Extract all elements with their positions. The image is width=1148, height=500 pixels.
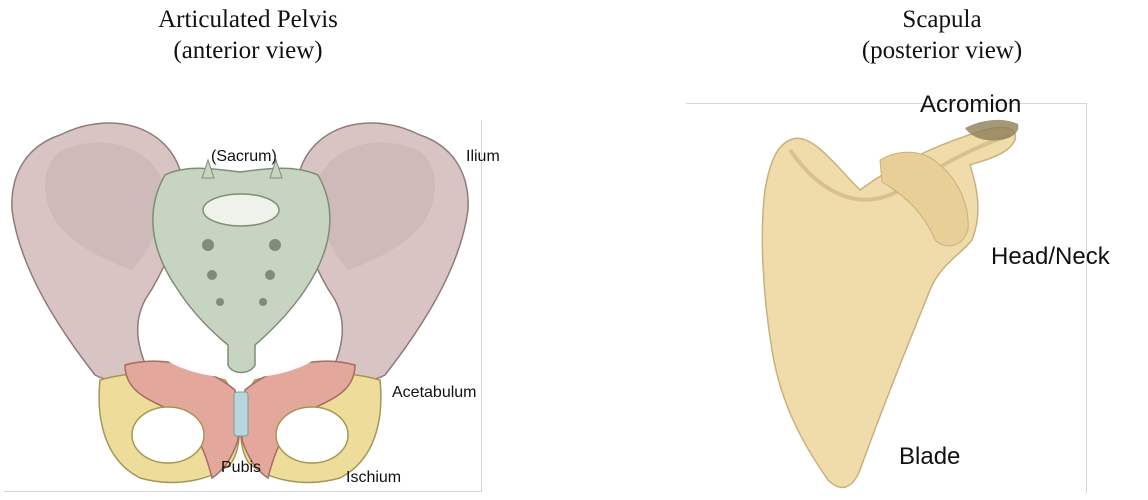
label-blade: Blade <box>899 443 960 471</box>
label-acromion: Acromion <box>920 91 1021 119</box>
label-head-neck: Head/Neck <box>991 243 1110 271</box>
